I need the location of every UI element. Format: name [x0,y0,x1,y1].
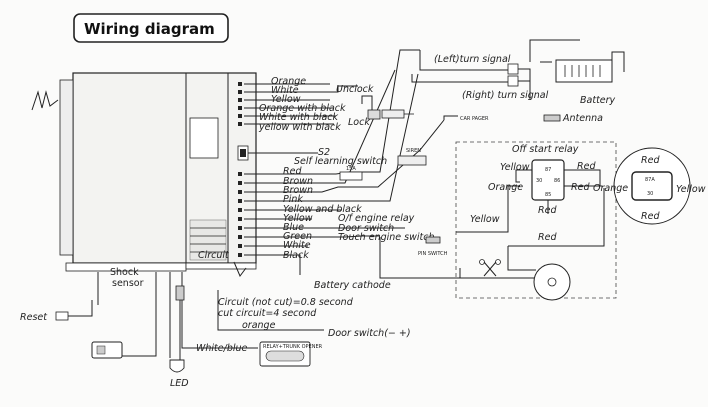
wire-labels-bottom: Red Brown Brown Pink Yellow and black Ye… [283,166,362,261]
relay-icon: 87A 30 [613,147,691,225]
relay-wire-yellow: Yellow [500,162,530,173]
page-title: Wiring diagram [84,20,215,38]
svg-text:30: 30 [536,178,542,184]
svg-text:86: 86 [554,178,560,184]
led-icon [169,272,185,373]
wire-label: White [271,85,299,96]
wire-label: White [283,240,311,251]
ignition-switch-icon [379,237,571,301]
relay-wire-yellow: Yellow [470,214,500,225]
svg-text:87A: 87A [645,177,655,183]
wire-label: Black [283,250,309,261]
wire-label: Self learning switch [294,156,387,167]
title-banner: Wiring diagram [73,13,229,43]
svg-text:85: 85 [545,192,551,198]
wire-labels-top: Orange White Yellow Orange with black Wh… [258,76,387,167]
wire-label: S2 [318,147,330,158]
wire-label: Yellow [271,94,301,105]
circuit-label: Circuit [198,250,230,261]
relay-wire-red: Red [538,232,557,243]
relay-icon: 87 30 86 85 [456,159,602,233]
wire-label: Pink [283,194,303,205]
reset-label: Reset [20,312,48,323]
orange-label: orange [242,320,276,331]
of-engine-relay-label: O/f engine relay [338,213,415,224]
relay-wire-red: Red [538,205,557,216]
wire-label: yellow with black [258,122,341,133]
right-turn-signal-label: (Right) turn signal [462,90,549,101]
relay-wire-red: Red [577,161,596,172]
scissors-cut-icon [479,259,501,277]
relay-wire-orange: Orange [488,182,523,193]
circuit-not-cut-label: Circuit (not cut)=0.8 second [218,297,354,308]
control-unit [59,72,257,272]
wire-label: Orange with black [259,103,346,114]
relay-wire-red: Red [571,182,590,193]
wires-bottom [244,49,445,275]
fuse-label: 15A [346,166,356,172]
off-start-relay-area [455,141,617,299]
battery-icon [529,39,625,83]
svg-text:30: 30 [647,191,653,197]
siren-icon [397,155,427,166]
shock-sensor-icon [91,272,157,359]
relay-wire-yellow: Yellow [676,184,706,195]
shock-sensor-label: Shock [110,267,139,278]
antenna-label: Antenna [562,113,603,124]
pin-switch-label: PIN SWITCH [418,251,448,257]
wire-label: Red [283,166,302,177]
door-switch-wire [217,290,324,331]
antenna-icon [543,114,561,122]
relay-wire-red: Red [641,211,660,222]
relay-trunk-opener: RELAY+TRUNK OPENER [259,341,323,367]
unclock-label: Unclock [336,84,374,95]
relay-wire-orange: Orange [593,183,628,194]
wire-label: Brown [283,176,313,187]
door-switch-bottom-label: Door switch(− +) [328,328,411,339]
shock-sensor-label: sensor [112,278,144,289]
connector-bottom [238,172,242,257]
scissors-cut-icon [233,261,247,277]
lock-actuator-icon [361,95,414,120]
siren-label: SIREN [406,148,421,154]
led-label: LED [170,378,189,389]
lock-label: Lock [348,117,370,128]
connector-top [238,82,242,126]
turn-signal-lamp-icon [411,50,531,100]
pin-switch-icon [425,236,441,244]
relay-wire-red: Red [641,155,660,166]
battery-cathode-label: Battery cathode [314,280,391,291]
wire-label: Green [283,231,312,242]
wire-harness-icon [31,90,59,111]
reset-button-icon [55,300,93,321]
fuse-icon [339,171,363,181]
wire-label: Orange [271,76,306,87]
left-turn-signal-label: (Left)turn signal [434,54,511,65]
s2-switch-icon [237,145,249,161]
wire-label: Blue [283,222,304,233]
wires-top [244,83,358,154]
cut-circuit-label: cut circuit=4 second [218,308,317,319]
wire-label: Yellow and black [283,204,362,215]
touch-engine-switch-label: Touch engine switch [338,232,434,243]
car-pager-label: CAR PAGER [460,116,489,122]
svg-text:87: 87 [545,167,551,173]
off-start-relay-label: Off start relay [512,144,579,155]
wire-label: Yellow [283,213,313,224]
wire-label: White with black [259,112,339,123]
wire-label: Brown [283,185,313,196]
battery-label: Battery [580,95,616,106]
svg-text:RELAY+TRUNK OPENER: RELAY+TRUNK OPENER [263,344,323,350]
relay-wire-red-loop [508,188,605,247]
door-switch-label: Door switch [338,223,394,234]
